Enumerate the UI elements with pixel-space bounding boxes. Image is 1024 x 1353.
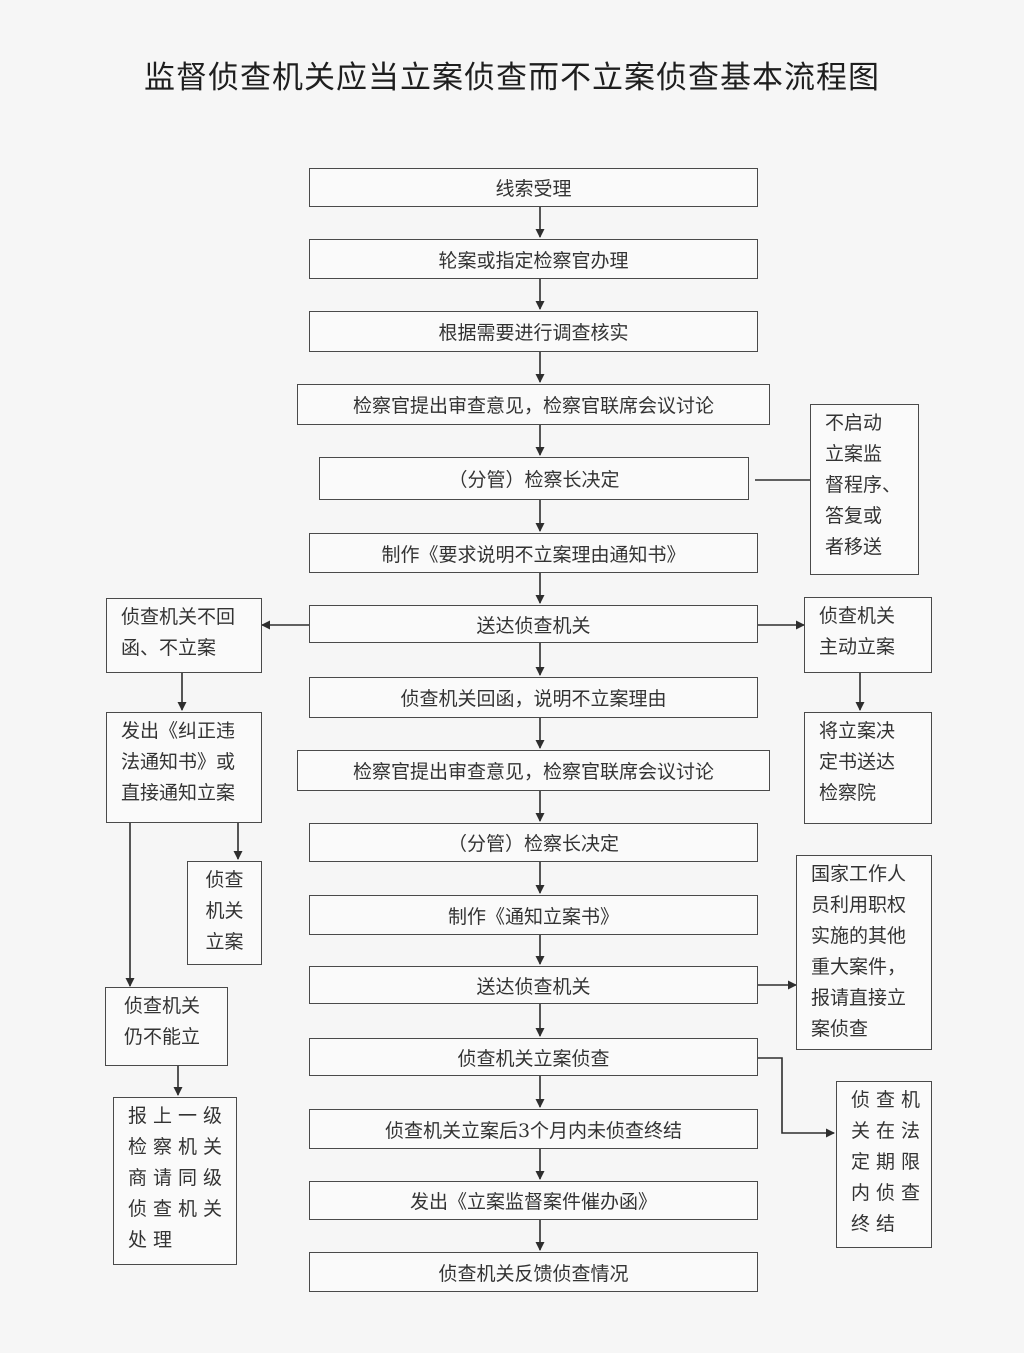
- step-reply-reason: 侦查机关回函，说明不立案理由: [309, 677, 758, 718]
- side-line: 实施的其他: [811, 925, 907, 947]
- step-chief-decision-2: （分管）检察长决定: [309, 823, 758, 862]
- side-line: 督程序、: [825, 474, 902, 496]
- page-title: 监督侦查机关应当立案侦查而不立案侦查基本流程图: [144, 60, 880, 96]
- side-line: 定期限: [851, 1151, 927, 1173]
- step-review-opinion-2: 检察官提出审查意见，检察官联席会议讨论: [297, 750, 770, 791]
- step-review-opinion-1: 检察官提出审查意见，检察官联席会议讨论: [297, 384, 770, 425]
- step-clue-acceptance: 线索受理: [309, 168, 758, 207]
- side-line: 将立案决: [819, 720, 896, 742]
- step-make-explanation-notice: 制作《要求说明不立案理由通知书》: [309, 533, 758, 573]
- side-line: 立案: [205, 931, 244, 953]
- step-chief-decision-1: （分管）检察长决定: [319, 457, 749, 500]
- side-line: 侦查机关: [128, 1198, 229, 1220]
- side-box-still-not-filed: 侦查机关 仍不能立: [105, 987, 228, 1066]
- side-line: 侦查机关: [819, 605, 896, 627]
- step-make-filing-notice: 制作《通知立案书》: [309, 895, 758, 935]
- side-box-correct-notice: 发出《纠正违 法通知书》或 直接通知立案: [106, 712, 262, 823]
- side-line: 定书送达: [819, 751, 896, 773]
- branch-line-concluded: [758, 1057, 835, 1138]
- side-line: 主动立案: [819, 636, 896, 658]
- step-assign-prosecutor: 轮案或指定检察官办理: [309, 239, 758, 279]
- step-deliver-1: 送达侦查机关: [309, 605, 758, 643]
- side-line: 关在法: [851, 1120, 927, 1142]
- step-feedback: 侦查机关反馈侦查情况: [309, 1252, 758, 1292]
- side-line: 终结: [851, 1213, 902, 1235]
- side-line: 内侦查: [851, 1182, 927, 1204]
- side-line: 侦查机关: [124, 995, 201, 1017]
- side-line: 处理: [128, 1229, 179, 1251]
- side-line: 国家工作人: [811, 863, 907, 885]
- side-line: 直接通知立案: [121, 782, 236, 804]
- side-box-no-start: 不启动 立案监 督程序、 答复或 者移送: [810, 404, 919, 575]
- side-box-active-filing: 侦查机关 主动立案: [804, 597, 932, 673]
- side-line: 仍不能立: [124, 1026, 201, 1048]
- side-box-no-reply: 侦查机关不回 函、不立案: [106, 598, 262, 673]
- side-line: 侦查: [205, 869, 244, 891]
- side-line: 发出《纠正违: [121, 720, 236, 742]
- side-box-filed-left: 侦查 机关 立案: [187, 861, 262, 965]
- side-line: 不启动: [825, 412, 883, 434]
- side-line: 检察院: [819, 782, 877, 804]
- side-line: 者移送: [825, 536, 883, 558]
- side-line: 立案监: [825, 443, 883, 465]
- side-line: 法通知书》或: [121, 751, 236, 773]
- step-urge-letter: 发出《立案监督案件催办函》: [309, 1181, 758, 1220]
- side-line: 侦查机关不回: [121, 606, 236, 628]
- step-not-concluded-3-months: 侦查机关立案后3个月内未侦查终结: [309, 1109, 758, 1149]
- side-line: 函、不立案: [121, 637, 217, 659]
- step-case-filed: 侦查机关立案侦查: [309, 1038, 758, 1076]
- side-box-concluded: 侦查机 关在法 定期限 内侦查 终结: [836, 1081, 932, 1248]
- side-line: 报上一级: [128, 1105, 229, 1127]
- side-line: 商请同级: [128, 1167, 229, 1189]
- side-line: 答复或: [825, 505, 883, 527]
- side-line: 员利用职权: [811, 894, 907, 916]
- side-box-official-cases: 国家工作人 员利用职权 实施的其他 重大案件， 报请直接立 案侦查: [796, 855, 932, 1050]
- side-line: 重大案件，: [811, 956, 907, 978]
- step-investigate-verify: 根据需要进行调查核实: [309, 311, 758, 352]
- side-line: 机关: [205, 900, 244, 922]
- side-line: 检察机关: [128, 1136, 229, 1158]
- side-box-report-upper: 报上一级 检察机关 商请同级 侦查机关 处理: [113, 1097, 237, 1265]
- step-deliver-2: 送达侦查机关: [309, 966, 758, 1004]
- side-line: 侦查机: [851, 1089, 927, 1111]
- side-line: 案侦查: [811, 1018, 869, 1040]
- side-line: 报请直接立: [811, 987, 907, 1009]
- side-box-send-decision: 将立案决 定书送达 检察院: [804, 712, 932, 824]
